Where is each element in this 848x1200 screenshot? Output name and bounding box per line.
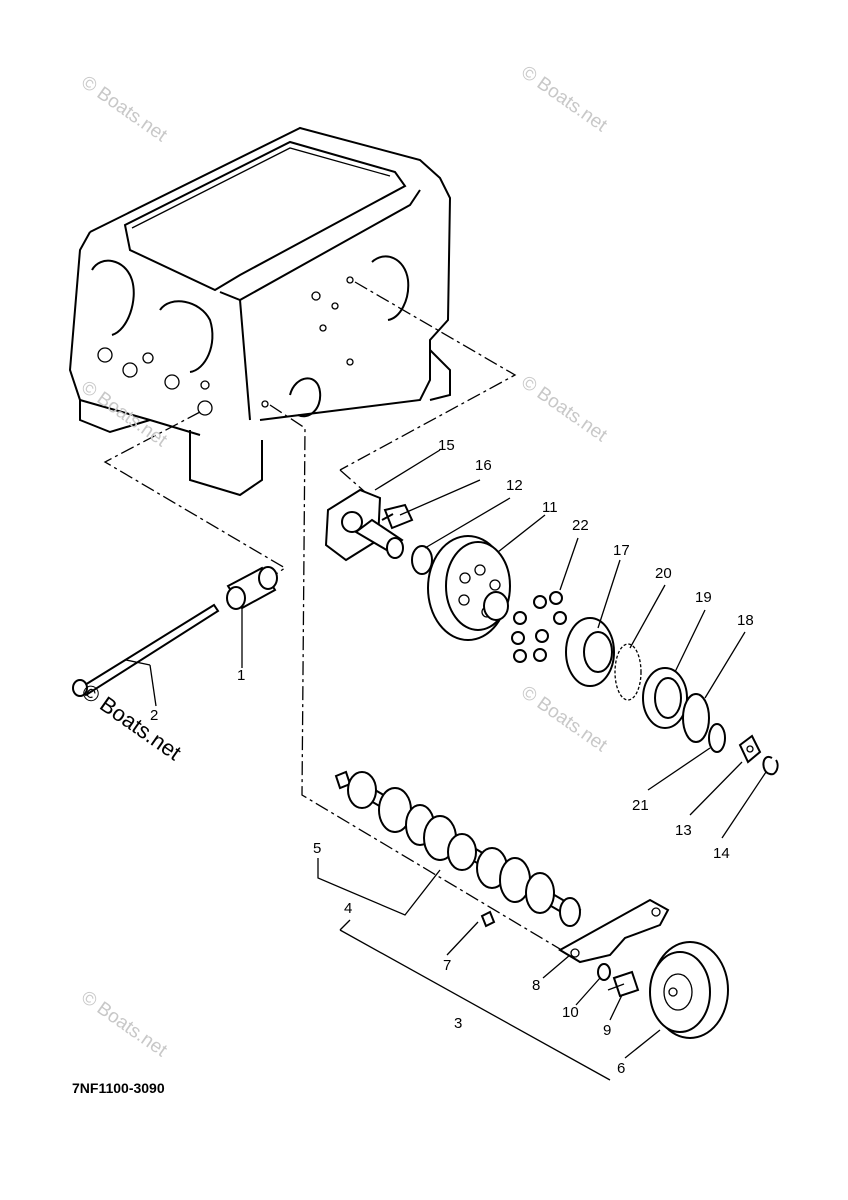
label-14: 14 [713,845,730,862]
part-10-washer [597,963,611,981]
label-8: 8 [532,977,540,994]
part-12-washer [411,545,433,575]
label-22: 22 [572,517,589,534]
label-18: 18 [737,612,754,629]
label-6: 6 [617,1060,625,1077]
part-19-cup [642,667,688,729]
watermark: © Boats.net [517,62,611,137]
label-10: 10 [562,1004,579,1021]
diagram-code: 7NF1100-3090 [72,1080,165,1096]
part-4-camshaft [347,771,582,927]
label-12: 12 [506,477,523,494]
part-15-housing [324,488,404,562]
part-8-plate [558,898,670,964]
watermark: © Boats.net [77,377,171,452]
label-2: 2 [150,707,158,724]
part-11-gear [427,535,511,641]
label-15: 15 [438,437,455,454]
watermark: © Boats.net [517,372,611,447]
label-7: 7 [443,957,451,974]
label-13: 13 [675,822,692,839]
label-20: 20 [655,565,672,582]
part-14-clip [762,755,779,776]
label-19: 19 [695,589,712,606]
part-7-key [480,910,496,928]
part-13-washer [738,734,762,764]
part-20-bearing-ring [614,643,642,701]
label-3: 3 [454,1015,462,1032]
engine-block [68,126,452,497]
watermark: © Boats.net [77,987,171,1062]
label-5: 5 [313,840,321,857]
part-2-shaft [72,603,220,697]
watermark: © Boats.net [77,72,171,147]
label-4: 4 [344,900,352,917]
label-21: 21 [632,797,649,814]
label-11: 11 [542,499,558,516]
watermark-dark: © Boats.net [77,679,186,766]
part-6-gear [649,941,729,1039]
label-leaders [125,449,767,1081]
part-17-plate [565,617,615,687]
part-22-balls [511,591,567,663]
part-21-shim [708,723,726,753]
part-1-bushing [226,566,278,610]
part-18-o-ring [682,693,710,743]
label-9: 9 [603,1022,611,1039]
watermark: © Boats.net [517,682,611,757]
label-16: 16 [475,457,492,474]
part-16-bolt [381,503,414,530]
part-labels: 1 2 3 4 5 6 7 8 9 10 11 12 13 14 15 16 1… [150,437,754,1077]
label-17: 17 [613,542,630,559]
label-1: 1 [237,667,245,684]
part-9-bolt [607,970,640,998]
